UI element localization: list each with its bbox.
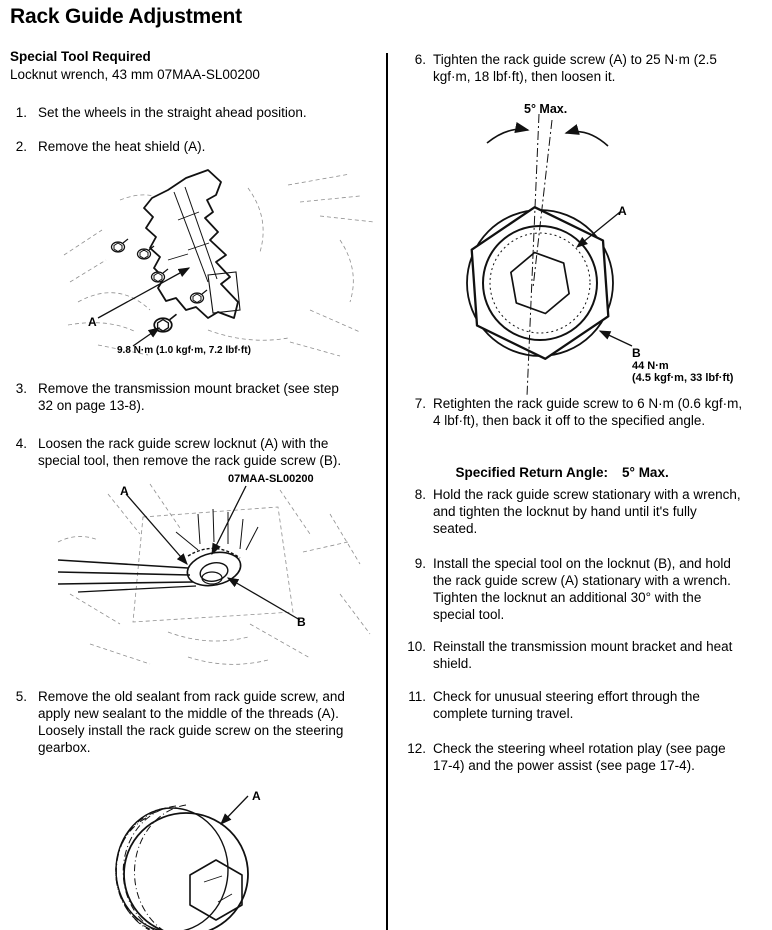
step-number: 2. [15,139,27,154]
locknut-label-b: B [632,346,641,360]
heat-shield-label-a: A [88,315,97,329]
step-text: Remove the transmission mount bracket (s… [38,381,339,413]
step-7: 7. Retighten the rack guide screw to 6 N… [399,395,769,429]
leader-arrows [125,485,301,621]
step-text: Check the steering wheel rotation play (… [433,741,726,773]
locknut-label-a: A [618,204,627,218]
step-number: 5. [15,689,27,704]
step-number: 4. [15,436,27,451]
step-text: Loosen the rack guide screw locknut (A) … [38,436,342,468]
step-8: 8. Hold the rack guide screw stationary … [399,486,769,537]
background-structure-lines [63,173,375,357]
center-lines [526,113,553,397]
special-tool-heading: Special Tool Required [10,49,151,64]
locknut-angle-limit: 5° Max. [524,102,568,116]
step-12: 12. Check the steering wheel rotation pl… [399,740,769,774]
step-number: 8. [414,487,426,502]
step-11: 11. Check for unusual steering effort th… [399,688,769,722]
heat-shield-outline [143,169,241,319]
step-4: 4. Loosen the rack guide screw locknut (… [10,435,386,469]
step-number: 10. [407,639,426,654]
step-3: 3. Remove the transmission mount bracket… [10,380,386,414]
step-text: Set the wheels in the straight ahead pos… [38,105,307,120]
step-number: 6. [414,52,426,67]
background-structure-lines [57,483,371,665]
special-tool-item: Locknut wrench, 43 mm 07MAA-SL00200 [10,67,260,82]
locknut-torque: 44 N·m [632,360,669,372]
hex-socket [510,251,570,315]
spec-label: Specified Return Angle: [455,465,609,480]
step-text: Install the special tool on the locknut … [433,556,731,622]
figure-locknut [466,113,633,397]
locknut-body [466,206,614,360]
figure-heat-shield [63,169,375,357]
step-text: Tighten the rack guide screw (A) to 25 N… [433,52,717,84]
step-text: Check for unusual steering effort throug… [433,689,700,721]
locknut-torque-alt: (4.5 kgf·m, 33 lbf·ft) [632,372,734,384]
step-text: Remove the heat shield (A). [38,139,206,154]
page-title: Rack Guide Adjustment [10,5,242,28]
specified-return-angle: Specified Return Angle: 5° Max. [433,450,669,495]
step-6: 6. Tighten the rack guide screw (A) to 2… [399,51,769,85]
screw-label-a: A [252,789,261,803]
step-2: 2. Remove the heat shield (A). [10,138,386,155]
step-number: 11. [408,689,426,704]
step-number: 3. [15,381,27,396]
column-divider [386,53,388,930]
step-number: 1. [15,105,27,120]
special-tool-label-b: B [297,615,306,629]
special-tool-label-a: A [120,484,129,498]
step-text: Retighten the rack guide screw to 6 N·m … [433,396,743,428]
leader-arrows [575,211,633,347]
step-9: 9. Install the special tool on the lockn… [399,555,769,623]
step-1: 1. Set the wheels in the straight ahead … [10,104,386,121]
step-text: Remove the old sealant from rack guide s… [38,689,345,755]
screw-body [115,804,249,930]
special-tool-number: 07MAA-SL00200 [228,473,314,485]
leader-arrow [220,795,249,825]
step-number: 9. [414,556,426,571]
rotation-arrows [486,122,609,147]
locknut-hex [470,206,610,360]
leader-arrows [97,267,191,347]
step-number: 12. [407,741,426,756]
locknut-wrench [57,547,242,593]
figure-rack-guide-screw [115,795,249,930]
step-text: Reinstall the transmission mount bracket… [433,639,733,671]
spec-value: 5° Max. [622,465,669,480]
heat-shield-torque-spec: 9.8 N·m (1.0 kgf·m, 7.2 lbf·ft) [117,345,251,356]
gearbox-detail-lines [175,508,259,551]
step-5: 5. Remove the old sealant from rack guid… [10,688,386,756]
step-10: 10. Reinstall the transmission mount bra… [399,638,769,672]
step-text: Hold the rack guide screw stationary wit… [433,487,741,536]
step-number: 7. [414,396,426,411]
figure-special-tool [57,483,371,665]
